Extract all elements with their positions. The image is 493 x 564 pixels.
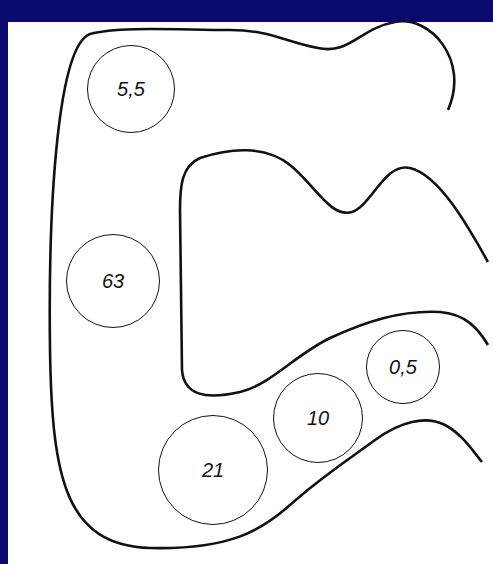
value-number: 21 <box>202 459 224 482</box>
outer-wall <box>50 21 482 548</box>
sample-circle: 0,5 <box>366 330 440 404</box>
sample-circle: 63 <box>66 234 160 328</box>
value-number: 63 <box>102 270 124 293</box>
sample-circle: 10 <box>273 373 363 463</box>
sample-circle: 21 <box>158 415 268 525</box>
sample-circle: 5,5 <box>87 45 175 133</box>
value-number: 10 <box>307 407 329 430</box>
value-number: 0,5 <box>389 356 417 379</box>
value-number: 5,5 <box>117 78 145 101</box>
inner-wall <box>180 150 488 395</box>
